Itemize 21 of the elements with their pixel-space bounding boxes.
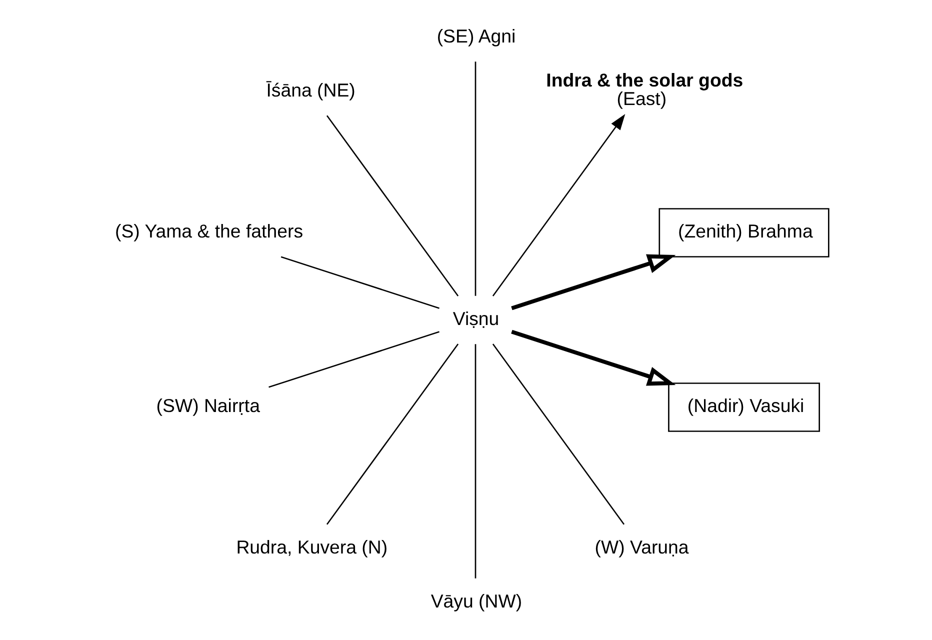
connector [326,115,458,296]
connector [268,331,439,388]
connector [280,256,439,309]
node-box: (Nadir) Vasuki [668,382,820,432]
connector [492,344,624,525]
arrow [510,330,676,386]
node-text: Vāyu (NW) [430,590,522,612]
node-text: Īśāna (NE) [266,80,355,101]
connector [474,344,476,578]
node-text: Indra & the solar gods (East) [546,70,743,110]
node-text: (SW) Nairṛta [156,395,260,416]
connector [474,62,476,296]
arrow [492,114,625,296]
node-text: (SE) Agni [436,26,516,47]
node-text: (S) Yama & the fathers [114,220,303,242]
node-box: (Zenith) Brahma [658,208,829,258]
connector [326,344,458,525]
arrow [510,254,676,310]
node-text: (W) Varuṇa [594,536,688,558]
node-text: Rudra, Kuvera (N) [236,536,388,558]
node-text: Viṣṇu [452,308,499,329]
